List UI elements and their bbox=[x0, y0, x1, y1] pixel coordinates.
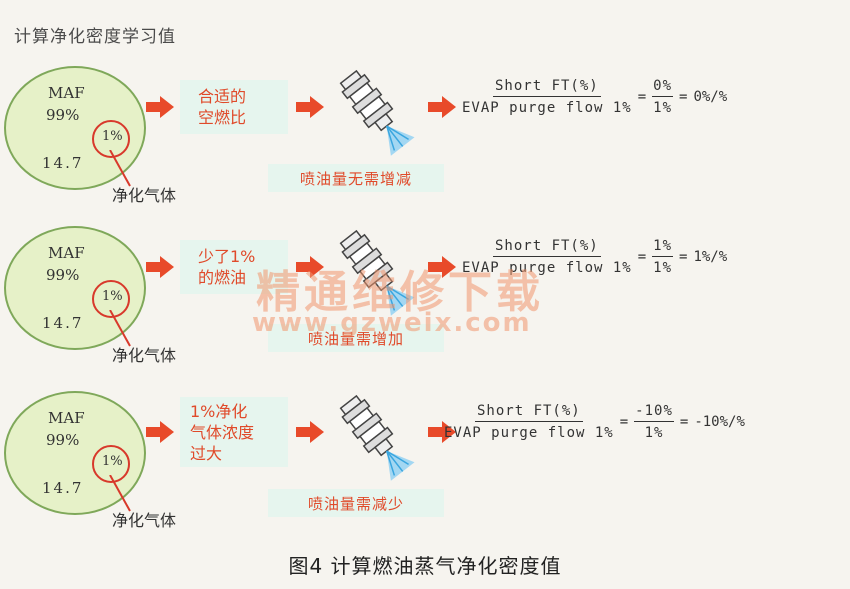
purge-gas-label: 净化气体 bbox=[112, 511, 177, 530]
maf-percent: 99% bbox=[46, 431, 80, 449]
formula-denominator: EVAP purge flow 1% bbox=[444, 425, 614, 441]
air-fuel-ratio-text: 少了1% 的燃油 bbox=[198, 247, 256, 287]
formula-main-fraction: Short FT(%) EVAP purge flow 1% bbox=[462, 78, 632, 116]
formula-numerator: Short FT(%) bbox=[493, 78, 601, 97]
air-fuel-ratio-box: 合适的 空燃比 bbox=[180, 80, 288, 134]
formula-main-fraction: Short FT(%) EVAP purge flow 1% bbox=[444, 403, 614, 441]
diagram-row-1: MAF 99% 14.7 1% 净化气体 合适的 空燃比 喷油量无需增减 bbox=[0, 60, 850, 220]
equals-sign: = bbox=[679, 414, 689, 430]
fuel-injector-icon bbox=[339, 394, 415, 481]
formula-result: 0%/% bbox=[693, 89, 728, 105]
maf-label: MAF bbox=[48, 409, 85, 427]
purge-density-formula: Short FT(%) EVAP purge flow 1% = 1% 1% =… bbox=[462, 238, 727, 276]
equals-sign: = bbox=[637, 89, 647, 105]
injector-effect-text: 喷油量需减少 bbox=[307, 494, 404, 513]
formula-numerator: Short FT(%) bbox=[493, 238, 601, 257]
purge-percent: 1% bbox=[102, 129, 123, 144]
purge-ring bbox=[92, 445, 130, 483]
purge-gas-label: 净化气体 bbox=[112, 346, 177, 365]
formula-denominator: EVAP purge flow 1% bbox=[462, 100, 632, 116]
arrow-right-icon bbox=[146, 421, 174, 443]
diagram-row-2: MAF 99% 14.7 1% 净化气体 少了1% 的燃油 喷油量需增加 bbox=[0, 220, 850, 380]
arrow-right-icon bbox=[146, 96, 174, 118]
leader-line bbox=[109, 310, 131, 347]
intake-air-circle: MAF 99% 14.7 1% bbox=[4, 66, 146, 190]
maf-value: 14.7 bbox=[42, 479, 84, 497]
formula-value-numerator: 0% bbox=[652, 78, 674, 97]
equals-sign: = bbox=[619, 414, 629, 430]
arrow-right-icon bbox=[296, 96, 324, 118]
air-fuel-ratio-text: 1%净化 气体浓度 过大 bbox=[190, 401, 255, 463]
maf-percent: 99% bbox=[46, 106, 80, 124]
maf-percent: 99% bbox=[46, 266, 80, 284]
equals-sign: = bbox=[679, 249, 688, 265]
injector-effect-box: 喷油量需增加 bbox=[268, 324, 444, 352]
injector-effect-text: 喷油量无需增减 bbox=[299, 169, 412, 188]
arrow-right-icon bbox=[146, 256, 174, 278]
formula-value-fraction: -10% 1% bbox=[634, 403, 674, 441]
formula-value-denominator: 1% bbox=[644, 425, 664, 441]
injector-effect-text: 喷油量需增加 bbox=[307, 329, 404, 348]
diagram-row-3: MAF 99% 14.7 1% 净化气体 1%净化 气体浓度 过大 喷油量需减少 bbox=[0, 385, 850, 545]
injector-effect-box: 喷油量需减少 bbox=[268, 489, 444, 517]
injector-effect-box: 喷油量无需增减 bbox=[268, 164, 444, 192]
figure-caption: 图4 计算燃油蒸气净化密度值 bbox=[288, 554, 562, 578]
intake-air-circle: MAF 99% 14.7 1% bbox=[4, 226, 146, 350]
formula-numerator: Short FT(%) bbox=[475, 403, 583, 422]
fuel-injector-icon bbox=[339, 229, 415, 316]
arrow-right-icon bbox=[428, 421, 456, 443]
purge-density-formula: Short FT(%) EVAP purge flow 1% = 0% 1% =… bbox=[462, 78, 727, 116]
leader-line bbox=[109, 150, 131, 187]
intake-air-circle: MAF 99% 14.7 1% bbox=[4, 391, 146, 515]
purge-density-formula: Short FT(%) EVAP purge flow 1% = -10% 1%… bbox=[444, 403, 745, 441]
formula-result: -10%/% bbox=[694, 414, 745, 430]
purge-percent: 1% bbox=[102, 289, 123, 304]
page-heading: 计算净化密度学习值 bbox=[14, 27, 176, 47]
maf-label: MAF bbox=[48, 244, 85, 262]
arrow-right-icon bbox=[296, 421, 324, 443]
arrow-right-icon bbox=[296, 256, 324, 278]
air-fuel-ratio-text: 合适的 空燃比 bbox=[198, 87, 247, 127]
arrow-right-icon bbox=[428, 256, 456, 278]
equals-sign: = bbox=[679, 89, 688, 105]
purge-percent: 1% bbox=[102, 454, 123, 469]
air-fuel-ratio-box: 1%净化 气体浓度 过大 bbox=[180, 397, 288, 467]
purge-ring bbox=[92, 280, 130, 318]
purge-ring bbox=[92, 120, 130, 158]
fuel-injector-icon bbox=[339, 69, 415, 156]
formula-value-fraction: 0% 1% bbox=[652, 78, 674, 116]
maf-value: 14.7 bbox=[42, 314, 84, 332]
formula-denominator: EVAP purge flow 1% bbox=[462, 260, 632, 276]
formula-value-denominator: 1% bbox=[653, 100, 673, 116]
formula-result: 1%/% bbox=[693, 249, 728, 265]
formula-value-fraction: 1% 1% bbox=[652, 238, 674, 276]
purge-gas-label: 净化气体 bbox=[112, 186, 177, 205]
maf-label: MAF bbox=[48, 84, 85, 102]
leader-line bbox=[109, 475, 131, 512]
formula-value-denominator: 1% bbox=[653, 260, 673, 276]
arrow-right-icon bbox=[428, 96, 456, 118]
formula-value-numerator: -10% bbox=[634, 403, 674, 422]
equals-sign: = bbox=[637, 249, 647, 265]
air-fuel-ratio-box: 少了1% 的燃油 bbox=[180, 240, 288, 294]
formula-value-numerator: 1% bbox=[652, 238, 674, 257]
maf-value: 14.7 bbox=[42, 154, 84, 172]
formula-main-fraction: Short FT(%) EVAP purge flow 1% bbox=[462, 238, 632, 276]
